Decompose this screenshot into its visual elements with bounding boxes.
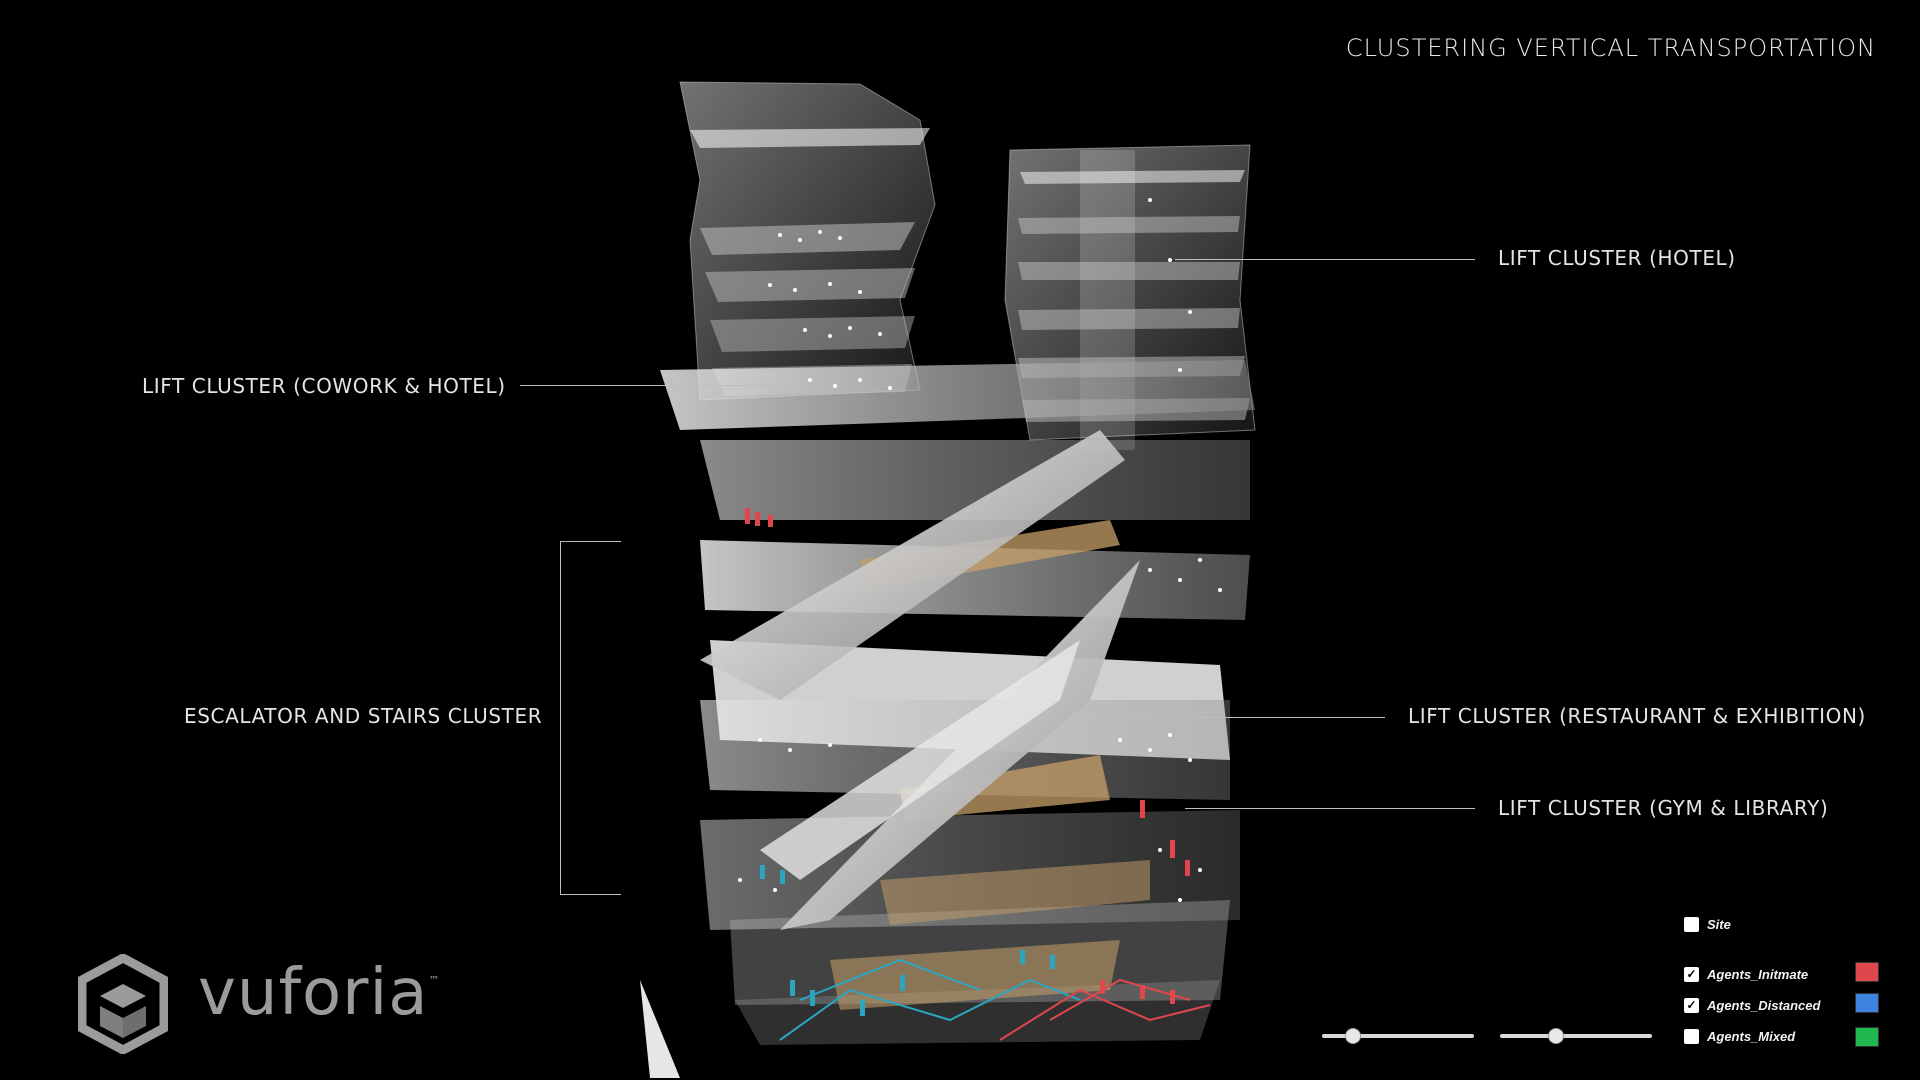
label-escalator-stairs: ESCALATOR AND STAIRS CLUSTER xyxy=(184,704,543,728)
layer-label-site: Site xyxy=(1707,916,1731,932)
right-tower xyxy=(1004,144,1256,450)
slider-2[interactable] xyxy=(1500,1026,1652,1046)
slider-1-track[interactable] xyxy=(1322,1034,1474,1038)
label-lift-cowork-hotel: LIFT CLUSTER (COWORK & HOTEL) xyxy=(142,374,506,398)
label-lift-hotel: LIFT CLUSTER (HOTEL) xyxy=(1498,246,1736,270)
checkbox-agents-initmate[interactable]: ✓ xyxy=(1684,966,1699,982)
page-title: CLUSTERING VERTICAL TRANSPORTATION xyxy=(1345,34,1876,62)
layer-label-agents-distanced: Agents_Distanced xyxy=(1707,997,1821,1013)
layer-toggle-site[interactable]: Site xyxy=(1684,914,1731,934)
label-lift-restaurant: LIFT CLUSTER (RESTAURANT & EXHIBITION) xyxy=(1408,704,1866,728)
slider-2-thumb[interactable] xyxy=(1547,1028,1564,1044)
bracket-escalator-stairs xyxy=(560,541,621,895)
checkbox-agents-mixed[interactable] xyxy=(1684,1028,1699,1044)
leader-line-gym xyxy=(1185,808,1475,809)
layer-toggle-agents-initmate[interactable]: ✓ Agents_Initmate xyxy=(1684,964,1808,984)
escalator-ribbon xyxy=(640,430,1140,1078)
leader-line-restaurant xyxy=(1085,717,1385,718)
layer-toggle-agents-mixed[interactable]: Agents_Mixed xyxy=(1684,1026,1795,1046)
leader-line-cowork-hotel xyxy=(520,385,792,386)
layer-toggle-agents-distanced[interactable]: ✓ Agents_Distanced xyxy=(1684,995,1820,1015)
color-swatch-agents-mixed[interactable] xyxy=(1855,1027,1879,1047)
vuforia-logo: vuforia™ xyxy=(77,952,448,1056)
wood-floors xyxy=(830,520,1150,1010)
checkbox-agents-distanced[interactable]: ✓ xyxy=(1684,997,1699,1013)
agents-white xyxy=(738,198,1222,902)
layer-label-agents-mixed: Agents_Mixed xyxy=(1707,1028,1796,1044)
podium-floors xyxy=(660,360,1255,1045)
slider-1[interactable] xyxy=(1322,1026,1474,1046)
leader-line-hotel xyxy=(1175,259,1475,260)
slider-1-thumb[interactable] xyxy=(1345,1028,1362,1044)
agent-paths xyxy=(779,958,1211,1041)
agents-blue xyxy=(760,865,1055,1016)
label-lift-gym: LIFT CLUSTER (GYM & LIBRARY) xyxy=(1498,796,1829,820)
slider-2-track[interactable] xyxy=(1500,1034,1652,1038)
checkbox-site[interactable] xyxy=(1684,916,1699,932)
left-tower xyxy=(679,81,936,401)
layer-label-agents-initmate: Agents_Initmate xyxy=(1707,966,1809,982)
color-swatch-agents-distanced[interactable] xyxy=(1855,993,1879,1013)
vuforia-wordmark: vuforia™ xyxy=(198,956,441,1030)
vuforia-cube-icon xyxy=(77,952,169,1056)
agents-red xyxy=(745,508,1190,1004)
color-swatch-agents-initmate[interactable] xyxy=(1855,962,1879,982)
